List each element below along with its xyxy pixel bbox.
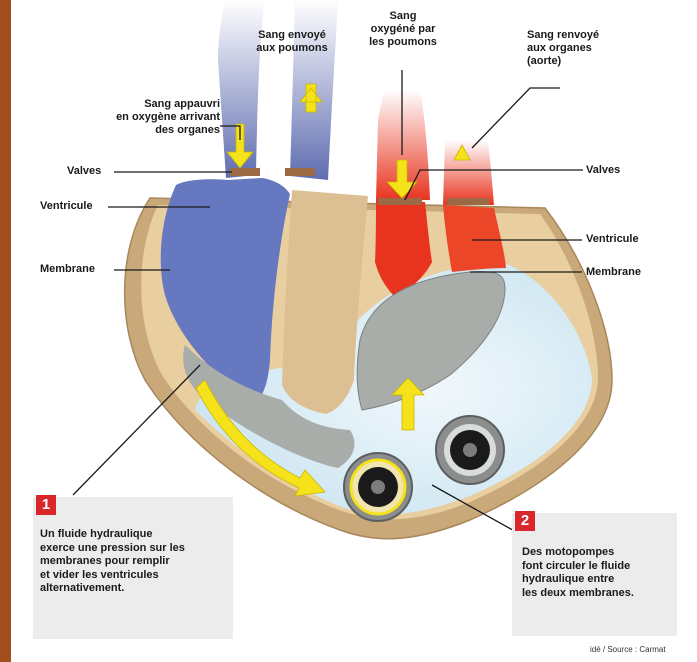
- label-sang-renvoye-organes: Sang renvoyé aux organes (aorte): [527, 29, 599, 68]
- aorta-vessel: [443, 140, 494, 205]
- box2-number-badge: 2: [515, 511, 535, 531]
- valve-left-b: [285, 168, 315, 176]
- label-line: Sang appauvri: [96, 98, 220, 111]
- box2-line: Des motopompes: [522, 546, 634, 560]
- box1-line: exerce une pression sur les: [40, 542, 185, 556]
- label-valves-right: Valves: [586, 164, 620, 177]
- label-membrane-right: Membrane: [586, 266, 641, 279]
- label-sang-appauvri: Sang appauvri en oxygène arrivant des or…: [96, 98, 220, 137]
- box1-text: Un fluide hydraulique exerce une pressio…: [40, 528, 185, 596]
- box2-line: hydraulique entre: [522, 573, 634, 587]
- leader-sang-renvoye: [472, 88, 560, 148]
- label-line: des organes: [96, 124, 220, 137]
- label-ventricule-right: Ventricule: [586, 233, 639, 246]
- label-line: Sang envoyé: [247, 29, 337, 42]
- source-credit: idé / Source : Carmat: [590, 645, 666, 654]
- label-line: (aorte): [527, 55, 599, 68]
- box2-text: Des motopompes font circuler le fluide h…: [522, 546, 634, 600]
- valve-right-a: [378, 198, 422, 205]
- label-valves-left: Valves: [67, 165, 101, 178]
- leader-valves-right: [405, 170, 583, 200]
- label-line: oxygéné par: [358, 23, 448, 36]
- label-line: en oxygène arrivant: [96, 111, 220, 124]
- box1-line: et vider les ventricules: [40, 569, 185, 583]
- label-line: les poumons: [358, 36, 448, 49]
- label-membrane-left: Membrane: [40, 263, 95, 276]
- motor-pump-1: [344, 453, 412, 521]
- box1-line: Un fluide hydraulique: [40, 528, 185, 542]
- label-line: Sang: [358, 10, 448, 23]
- label-line: aux poumons: [247, 42, 337, 55]
- motor-pump-2: [436, 416, 504, 484]
- box1-line: alternativement.: [40, 582, 185, 596]
- label-ventricule-left: Ventricule: [40, 200, 93, 213]
- box1-number-badge: 1: [36, 495, 56, 515]
- box1-line: membranes pour remplir: [40, 555, 185, 569]
- leader-box1: [73, 365, 200, 495]
- label-sang-oxygene: Sang oxygéné par les poumons: [358, 10, 448, 49]
- box2-line: les deux membranes.: [522, 587, 634, 601]
- valve-right-b: [447, 198, 489, 205]
- label-line: aux organes: [527, 42, 599, 55]
- box2-line: font circuler le fluide: [522, 560, 634, 574]
- label-sang-envoye-poumons: Sang envoyé aux poumons: [247, 29, 337, 55]
- label-line: Sang renvoyé: [527, 29, 599, 42]
- valve-left-a: [230, 168, 260, 176]
